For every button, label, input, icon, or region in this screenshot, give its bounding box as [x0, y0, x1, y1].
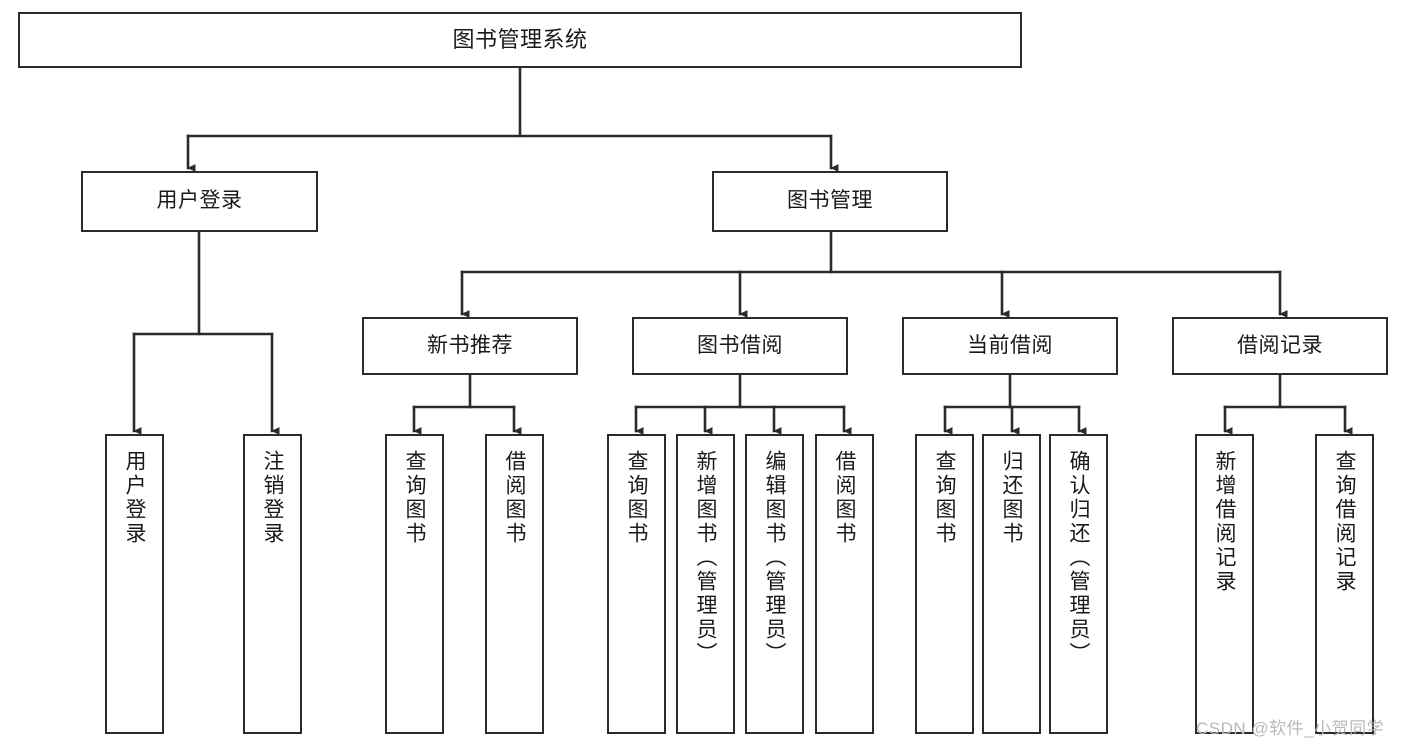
leaf-new-book-query[interactable]: 查询图书	[385, 434, 444, 734]
node-label: 查询借阅记录	[1333, 450, 1356, 594]
node-root-system[interactable]: 图书管理系统	[18, 12, 1022, 68]
node-current-borrow[interactable]: 当前借阅	[902, 317, 1118, 375]
leaf-user-login-signin[interactable]: 用户登录	[105, 434, 164, 734]
leaf-book-borrow-add[interactable]: 新增图书（管理员）	[676, 434, 735, 734]
node-label: 新增借阅记录	[1213, 450, 1236, 594]
node-label: 归还图书	[1000, 450, 1023, 546]
leaf-borrow-record-query[interactable]: 查询借阅记录	[1315, 434, 1374, 734]
node-label: 查询图书	[933, 450, 956, 546]
node-label: 图书借阅	[697, 333, 783, 357]
node-label: 借阅图书	[503, 450, 526, 546]
node-label: 当前借阅	[967, 333, 1053, 357]
node-label: 用户登录	[156, 189, 243, 213]
leaf-current-borrow-confirm[interactable]: 确认归还（管理员）	[1049, 434, 1108, 734]
node-label: 用户登录	[123, 450, 146, 546]
leaf-current-borrow-return[interactable]: 归还图书	[982, 434, 1041, 734]
node-book-management[interactable]: 图书管理	[712, 171, 948, 232]
leaf-book-borrow-lend[interactable]: 借阅图书	[815, 434, 874, 734]
node-book-borrow[interactable]: 图书借阅	[632, 317, 848, 375]
node-label: 借阅图书	[833, 450, 856, 546]
leaf-current-borrow-query[interactable]: 查询图书	[915, 434, 974, 734]
node-label: 注销登录	[261, 450, 284, 546]
watermark-text: CSDN @软件_小贺同学	[1196, 719, 1385, 738]
node-label: 图书管理系统	[452, 27, 588, 53]
leaf-borrow-record-add[interactable]: 新增借阅记录	[1195, 434, 1254, 734]
node-label: 图书管理	[787, 189, 873, 213]
node-new-book-recommend[interactable]: 新书推荐	[362, 317, 578, 375]
node-label: 新书推荐	[427, 333, 513, 357]
node-borrow-record[interactable]: 借阅记录	[1172, 317, 1388, 375]
leaf-book-borrow-query[interactable]: 查询图书	[607, 434, 666, 734]
leaf-user-login-signout[interactable]: 注销登录	[243, 434, 302, 734]
node-label: 编辑图书（管理员）	[763, 450, 786, 666]
node-user-login[interactable]: 用户登录	[81, 171, 318, 232]
node-label: 查询图书	[625, 450, 648, 546]
node-label: 确认归还（管理员）	[1067, 450, 1090, 666]
node-label: 借阅记录	[1237, 333, 1323, 357]
node-label: 查询图书	[403, 450, 426, 546]
leaf-new-book-borrow[interactable]: 借阅图书	[485, 434, 544, 734]
leaf-book-borrow-edit[interactable]: 编辑图书（管理员）	[745, 434, 804, 734]
node-label: 新增图书（管理员）	[694, 450, 717, 666]
